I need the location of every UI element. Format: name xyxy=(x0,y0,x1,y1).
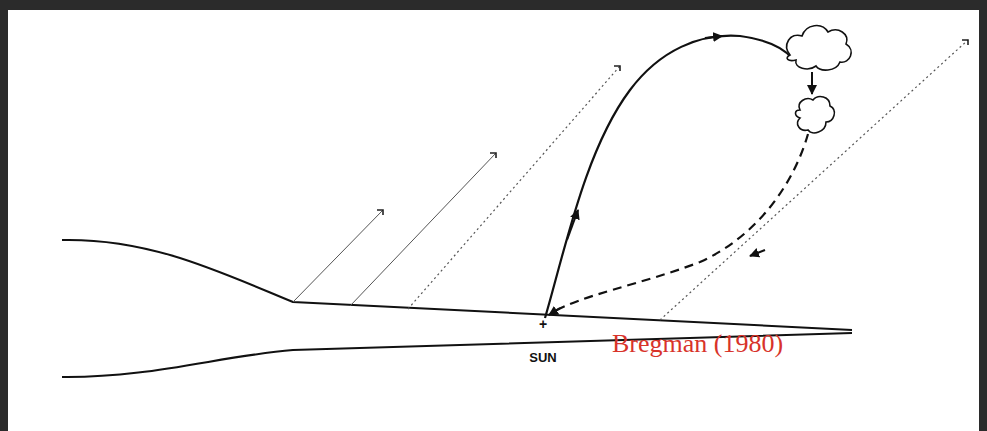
outflow-line xyxy=(293,210,383,302)
flow-arrow xyxy=(705,36,722,38)
flow-arrow xyxy=(549,308,560,315)
flow-arrow xyxy=(567,210,578,240)
rising-flow xyxy=(545,36,792,318)
cloud xyxy=(796,97,835,133)
outflow-line xyxy=(660,40,968,320)
white-panel xyxy=(8,10,979,431)
citation-label: Bregman (1980) xyxy=(612,329,783,359)
sun-marker: + xyxy=(539,316,547,332)
returning-flow xyxy=(550,134,808,314)
cloud xyxy=(787,26,851,70)
sun-label: SUN xyxy=(529,350,556,365)
outflow-line xyxy=(350,153,496,306)
outflow-line xyxy=(408,66,620,309)
flow-arrow xyxy=(750,250,765,256)
disk-upper-edge xyxy=(62,240,852,330)
falling-arrow xyxy=(811,72,813,94)
